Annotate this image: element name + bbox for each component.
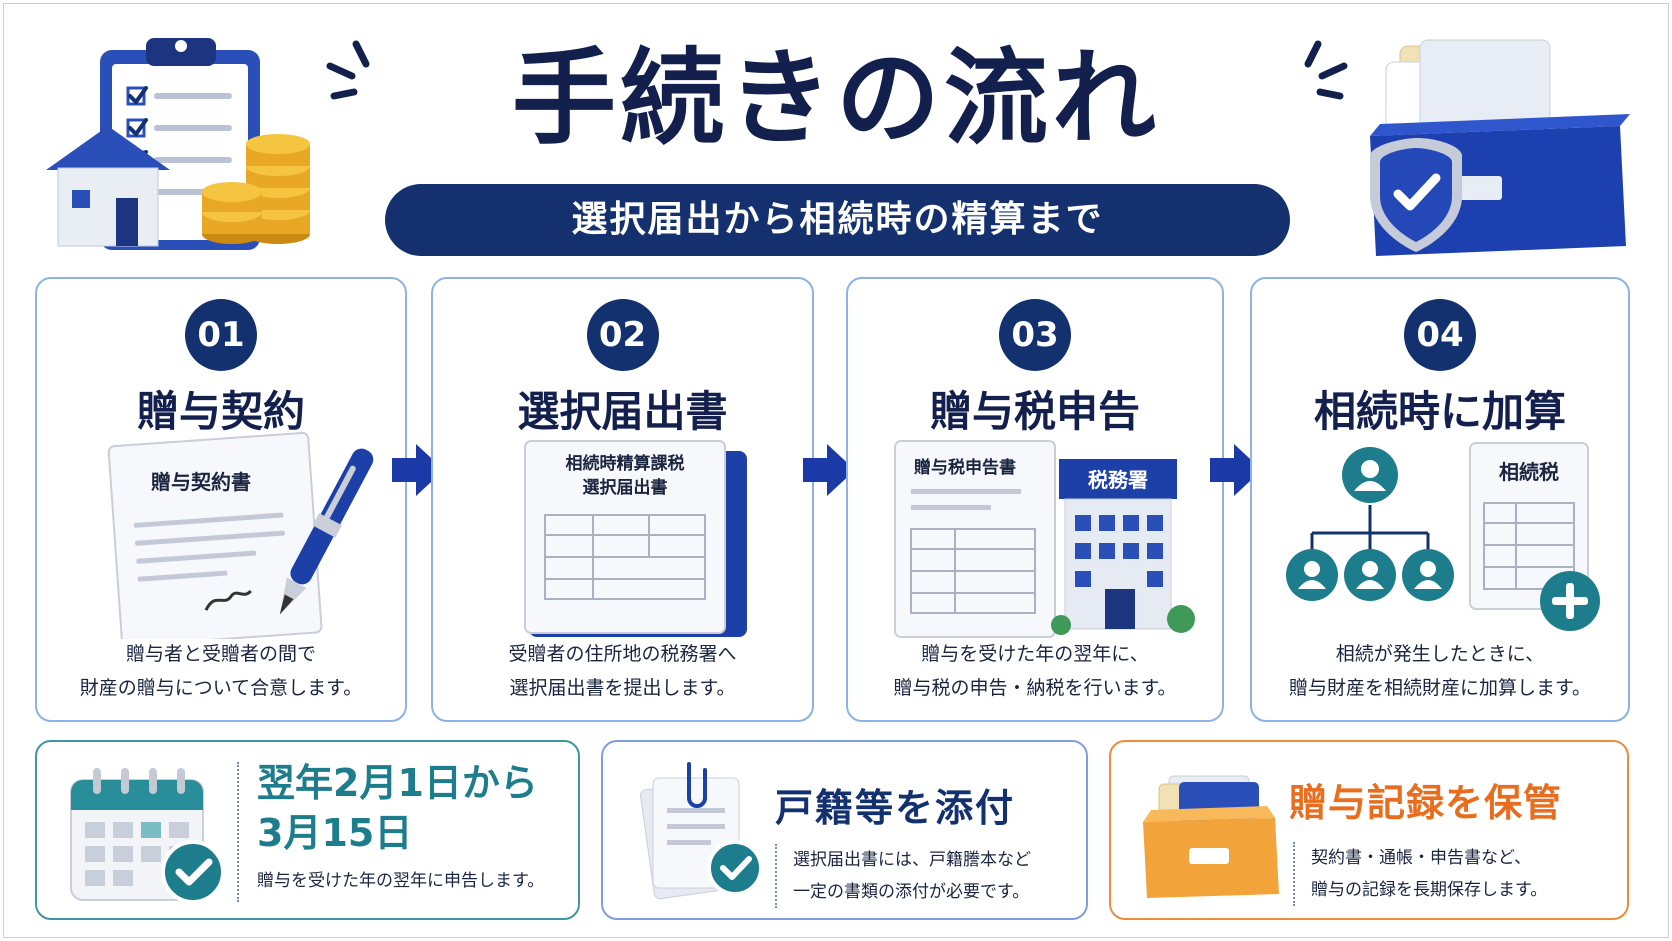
step-description: 贈与を受けた年の翌年に、 贈与税の申告・納税を行います。 bbox=[893, 643, 1177, 699]
svg-text:相続時精算課税: 相続時精算課税 bbox=[565, 453, 684, 474]
deadline-heading: 翌年2月1日から 3月15日 bbox=[257, 761, 538, 855]
step-title: 贈与契約 bbox=[136, 387, 305, 436]
arrow-right-icon bbox=[1210, 444, 1262, 496]
paperclip-document-check-icon bbox=[640, 762, 763, 900]
step-number: 04 bbox=[1404, 299, 1476, 371]
step-number: 01 bbox=[185, 299, 257, 371]
divider bbox=[237, 762, 239, 902]
deadline-note: 贈与を受けた年の翌年に申告します。 bbox=[257, 871, 545, 891]
attachment-note: 選択届出書には、戸籍謄本など 一定の書類の添付が必要です。 bbox=[793, 850, 1031, 902]
title-burst-right bbox=[1304, 40, 1348, 100]
step-title: 選択届出書 bbox=[517, 387, 728, 436]
arrow-right-icon bbox=[803, 444, 855, 496]
page-subtitle: 選択届出から相続時の精算まで bbox=[385, 184, 1290, 256]
records-note: 契約書・通帳・申告書など、 贈与の記録を長期保存します。 bbox=[1311, 848, 1548, 900]
records-heading: 贈与記録を保管 bbox=[1289, 781, 1563, 825]
calendar-check-icon bbox=[70, 768, 225, 904]
title-burst-left bbox=[326, 40, 370, 100]
step-card-2: 02 選択届出書 相続時精算課税 選択届出書 受贈者の住所地の税務署へ 選択届出… bbox=[431, 277, 814, 722]
step-description: 相続が発生したときに、 贈与財産を相続財産に加算します。 bbox=[1288, 643, 1592, 699]
step-title: 贈与税申告 bbox=[929, 387, 1140, 436]
step-number: 02 bbox=[586, 299, 659, 371]
svg-text:贈与税申告書: 贈与税申告書 bbox=[914, 457, 1016, 478]
step-card-4: 04 相続時に加算 相続税 相続が発生したときに、 贈与財産を相続財産に bbox=[1250, 277, 1630, 722]
svg-text:相続税: 相続税 bbox=[1499, 460, 1559, 484]
attachment-heading: 戸籍等を添付 bbox=[775, 786, 1016, 830]
clipboard-house-coins-illustration bbox=[46, 38, 310, 250]
orange-file-box-icon bbox=[1143, 775, 1279, 898]
step-description: 受贈者の住所地の税務署へ 選択届出書を提出します。 bbox=[508, 643, 737, 699]
tax-return-office-illustration: 贈与税申告書 税務署 bbox=[894, 440, 1195, 638]
step-card-3: 03 贈与税申告 贈与税申告書 税務署 贈与を受けた年の翌年に、 贈与税の申告・… bbox=[846, 277, 1224, 722]
election-form-folder-illustration: 相続時精算課税 選択届出書 bbox=[523, 440, 747, 637]
step-card-1: 01 贈与契約 贈与契約書 贈与者と受贈者の間で 財産の贈与について合意します。 bbox=[35, 277, 407, 722]
divider bbox=[1293, 842, 1295, 906]
divider bbox=[775, 844, 777, 908]
deadline-note-card: 翌年2月1日から 3月15日 贈与を受けた年の翌年に申告します。 bbox=[35, 740, 580, 920]
step-number: 03 bbox=[999, 299, 1071, 371]
page-frame bbox=[3, 3, 1669, 938]
records-note-card: 贈与記録を保管 契約書・通帳・申告書など、 贈与の記録を長期保存します。 bbox=[1109, 740, 1629, 920]
page-title: 手続きの流れ bbox=[511, 37, 1160, 159]
document-label: 贈与契約書 bbox=[151, 470, 251, 494]
file-box-shield-illustration bbox=[1370, 39, 1630, 256]
contract-document-pen-illustration: 贈与契約書 bbox=[107, 431, 374, 639]
arrow-right-icon bbox=[392, 444, 444, 496]
attachment-note-card: 戸籍等を添付 選択届出書には、戸籍謄本など 一定の書類の添付が必要です。 bbox=[601, 740, 1088, 920]
inheritance-tree-tax-doc-illustration: 相続税 bbox=[1286, 442, 1600, 631]
svg-text:選択届出書: 選択届出書 bbox=[582, 477, 667, 498]
step-description: 贈与者と受贈者の間で 財産の贈与について合意します。 bbox=[79, 643, 363, 699]
step-title: 相続時に加算 bbox=[1313, 387, 1566, 436]
svg-text:税務署: 税務署 bbox=[1088, 468, 1148, 492]
